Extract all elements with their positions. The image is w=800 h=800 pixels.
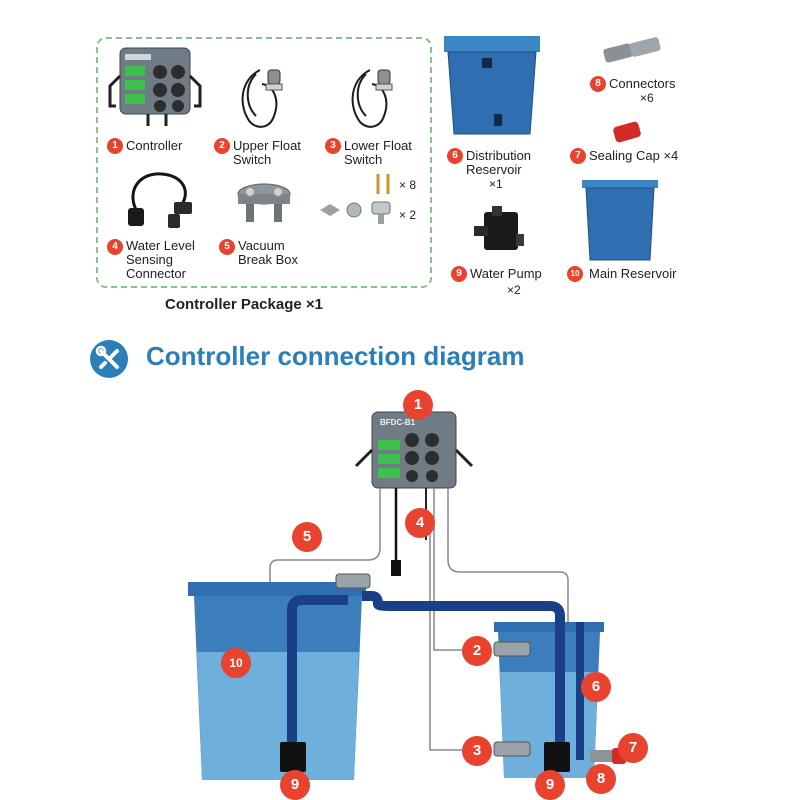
label-controller: Controller <box>126 138 183 153</box>
main-reservoir-tank <box>188 582 366 780</box>
sealing-cap-image <box>613 121 641 143</box>
screws-qty: × 8 <box>399 178 417 192</box>
vacuum-break-box-image <box>237 183 291 222</box>
diagram-controller <box>354 411 474 489</box>
controller-package-box <box>96 37 432 288</box>
screws-image <box>376 174 390 194</box>
label-sealing-cap: Sealing Cap ×4 <box>589 148 679 163</box>
distribution-reservoir-image <box>444 36 540 135</box>
connection-diagram: BFDC-B1 <box>188 411 626 780</box>
upper-float-switch-image <box>241 69 283 128</box>
clamps-image <box>320 201 391 224</box>
marker-7: 7 <box>570 148 586 164</box>
marker-2: 2 <box>214 138 230 154</box>
section-title: Controller connection diagram <box>146 341 525 371</box>
diagram-marker-7: 7 <box>618 733 648 763</box>
label-main-reservoir: Main Reservoir <box>589 266 677 281</box>
label-connectors: Connectors <box>609 76 676 91</box>
controller-image <box>108 47 202 126</box>
marker-8: 8 <box>590 76 606 92</box>
label-upper-float-switch: Upper Float Switch <box>233 138 301 167</box>
marker-1: 1 <box>107 138 123 154</box>
label-distribution-reservoir: Distribution Reservoir <box>466 148 532 177</box>
label-water-level-sensing-connector: Water Level Sensing Connector <box>126 238 195 281</box>
diagram-marker-9-distribution: 9 <box>535 770 565 800</box>
diagram-marker-1: 1 <box>403 390 433 420</box>
label-lower-float-switch: Lower Float Switch <box>344 138 412 167</box>
diagram-marker-9-main: 9 <box>280 770 310 800</box>
water-pump-image <box>474 206 524 250</box>
marker-5: 5 <box>219 239 235 255</box>
controller-package-title: Controller Package ×1 <box>165 296 323 313</box>
diagram-marker-8: 8 <box>586 764 616 794</box>
diagram-marker-2: 2 <box>462 636 492 666</box>
marker-9: 9 <box>451 266 467 282</box>
diagram-marker-4: 4 <box>405 508 435 538</box>
diagram-marker-10: 10 <box>221 648 251 678</box>
diagram-marker-5: 5 <box>292 522 322 552</box>
sensing-connector-image <box>128 172 192 228</box>
connector-image <box>603 37 661 63</box>
label-water-pump: Water Pump <box>470 266 542 281</box>
diagram-marker-3: 3 <box>462 736 492 766</box>
tools-icon <box>90 340 128 378</box>
marker-10: 10 <box>567 266 583 282</box>
diagram-marker-6: 6 <box>581 672 611 702</box>
distribution-reservoir-qty: ×1 <box>489 177 503 191</box>
label-vacuum-break-box: Vacuum Break Box <box>238 238 298 267</box>
marker-6: 6 <box>447 148 463 164</box>
marker-3: 3 <box>325 138 341 154</box>
connectors-qty: ×6 <box>640 91 654 105</box>
clamps-qty: × 2 <box>399 208 417 222</box>
water-pump-qty: ×2 <box>507 283 521 297</box>
marker-4: 4 <box>107 239 123 255</box>
lower-float-switch-image <box>351 69 393 128</box>
main-reservoir-image <box>582 180 658 261</box>
controller-brand-label: BFDC-B1 <box>380 418 416 427</box>
